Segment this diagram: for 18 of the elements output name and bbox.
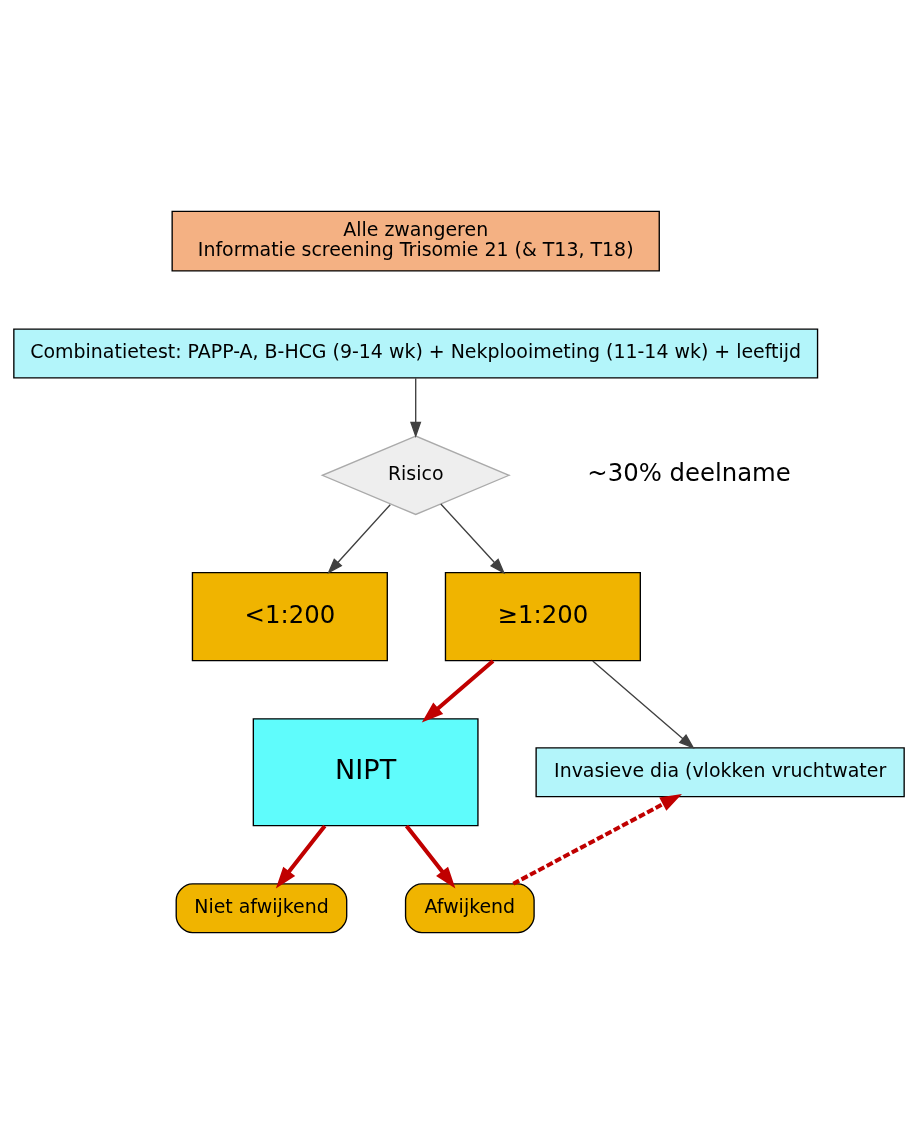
- node-box: NIPT: [252, 718, 479, 827]
- arrow: [327, 504, 391, 575]
- arrow: [512, 793, 682, 886]
- node-box: Alle zwangeren Informatie screening Trisomie 21 (& T13, T18): [171, 210, 660, 272]
- node-box: Combinatietest: PAPP-A, B-HCG (9-14 wk) + Nekplooimeting (11-14 wk) + leeftijd: [13, 328, 819, 379]
- node-box: Afwijkend: [404, 883, 535, 934]
- node-diamond: Risico: [320, 435, 511, 516]
- label: ~30% deelname: [587, 458, 791, 488]
- node-box: Invasieve dia (vlokken vruchtwater: [535, 747, 905, 798]
- node-box: Niet afwijkend: [175, 883, 348, 934]
- arrow: [440, 503, 506, 575]
- arrow: [404, 824, 456, 889]
- arrow: [275, 824, 327, 889]
- arrow: [410, 377, 422, 438]
- arrow: [592, 660, 695, 749]
- arrow: [421, 659, 495, 723]
- node-box: ≥1:200: [444, 572, 641, 662]
- node-box: <1:200: [191, 572, 388, 662]
